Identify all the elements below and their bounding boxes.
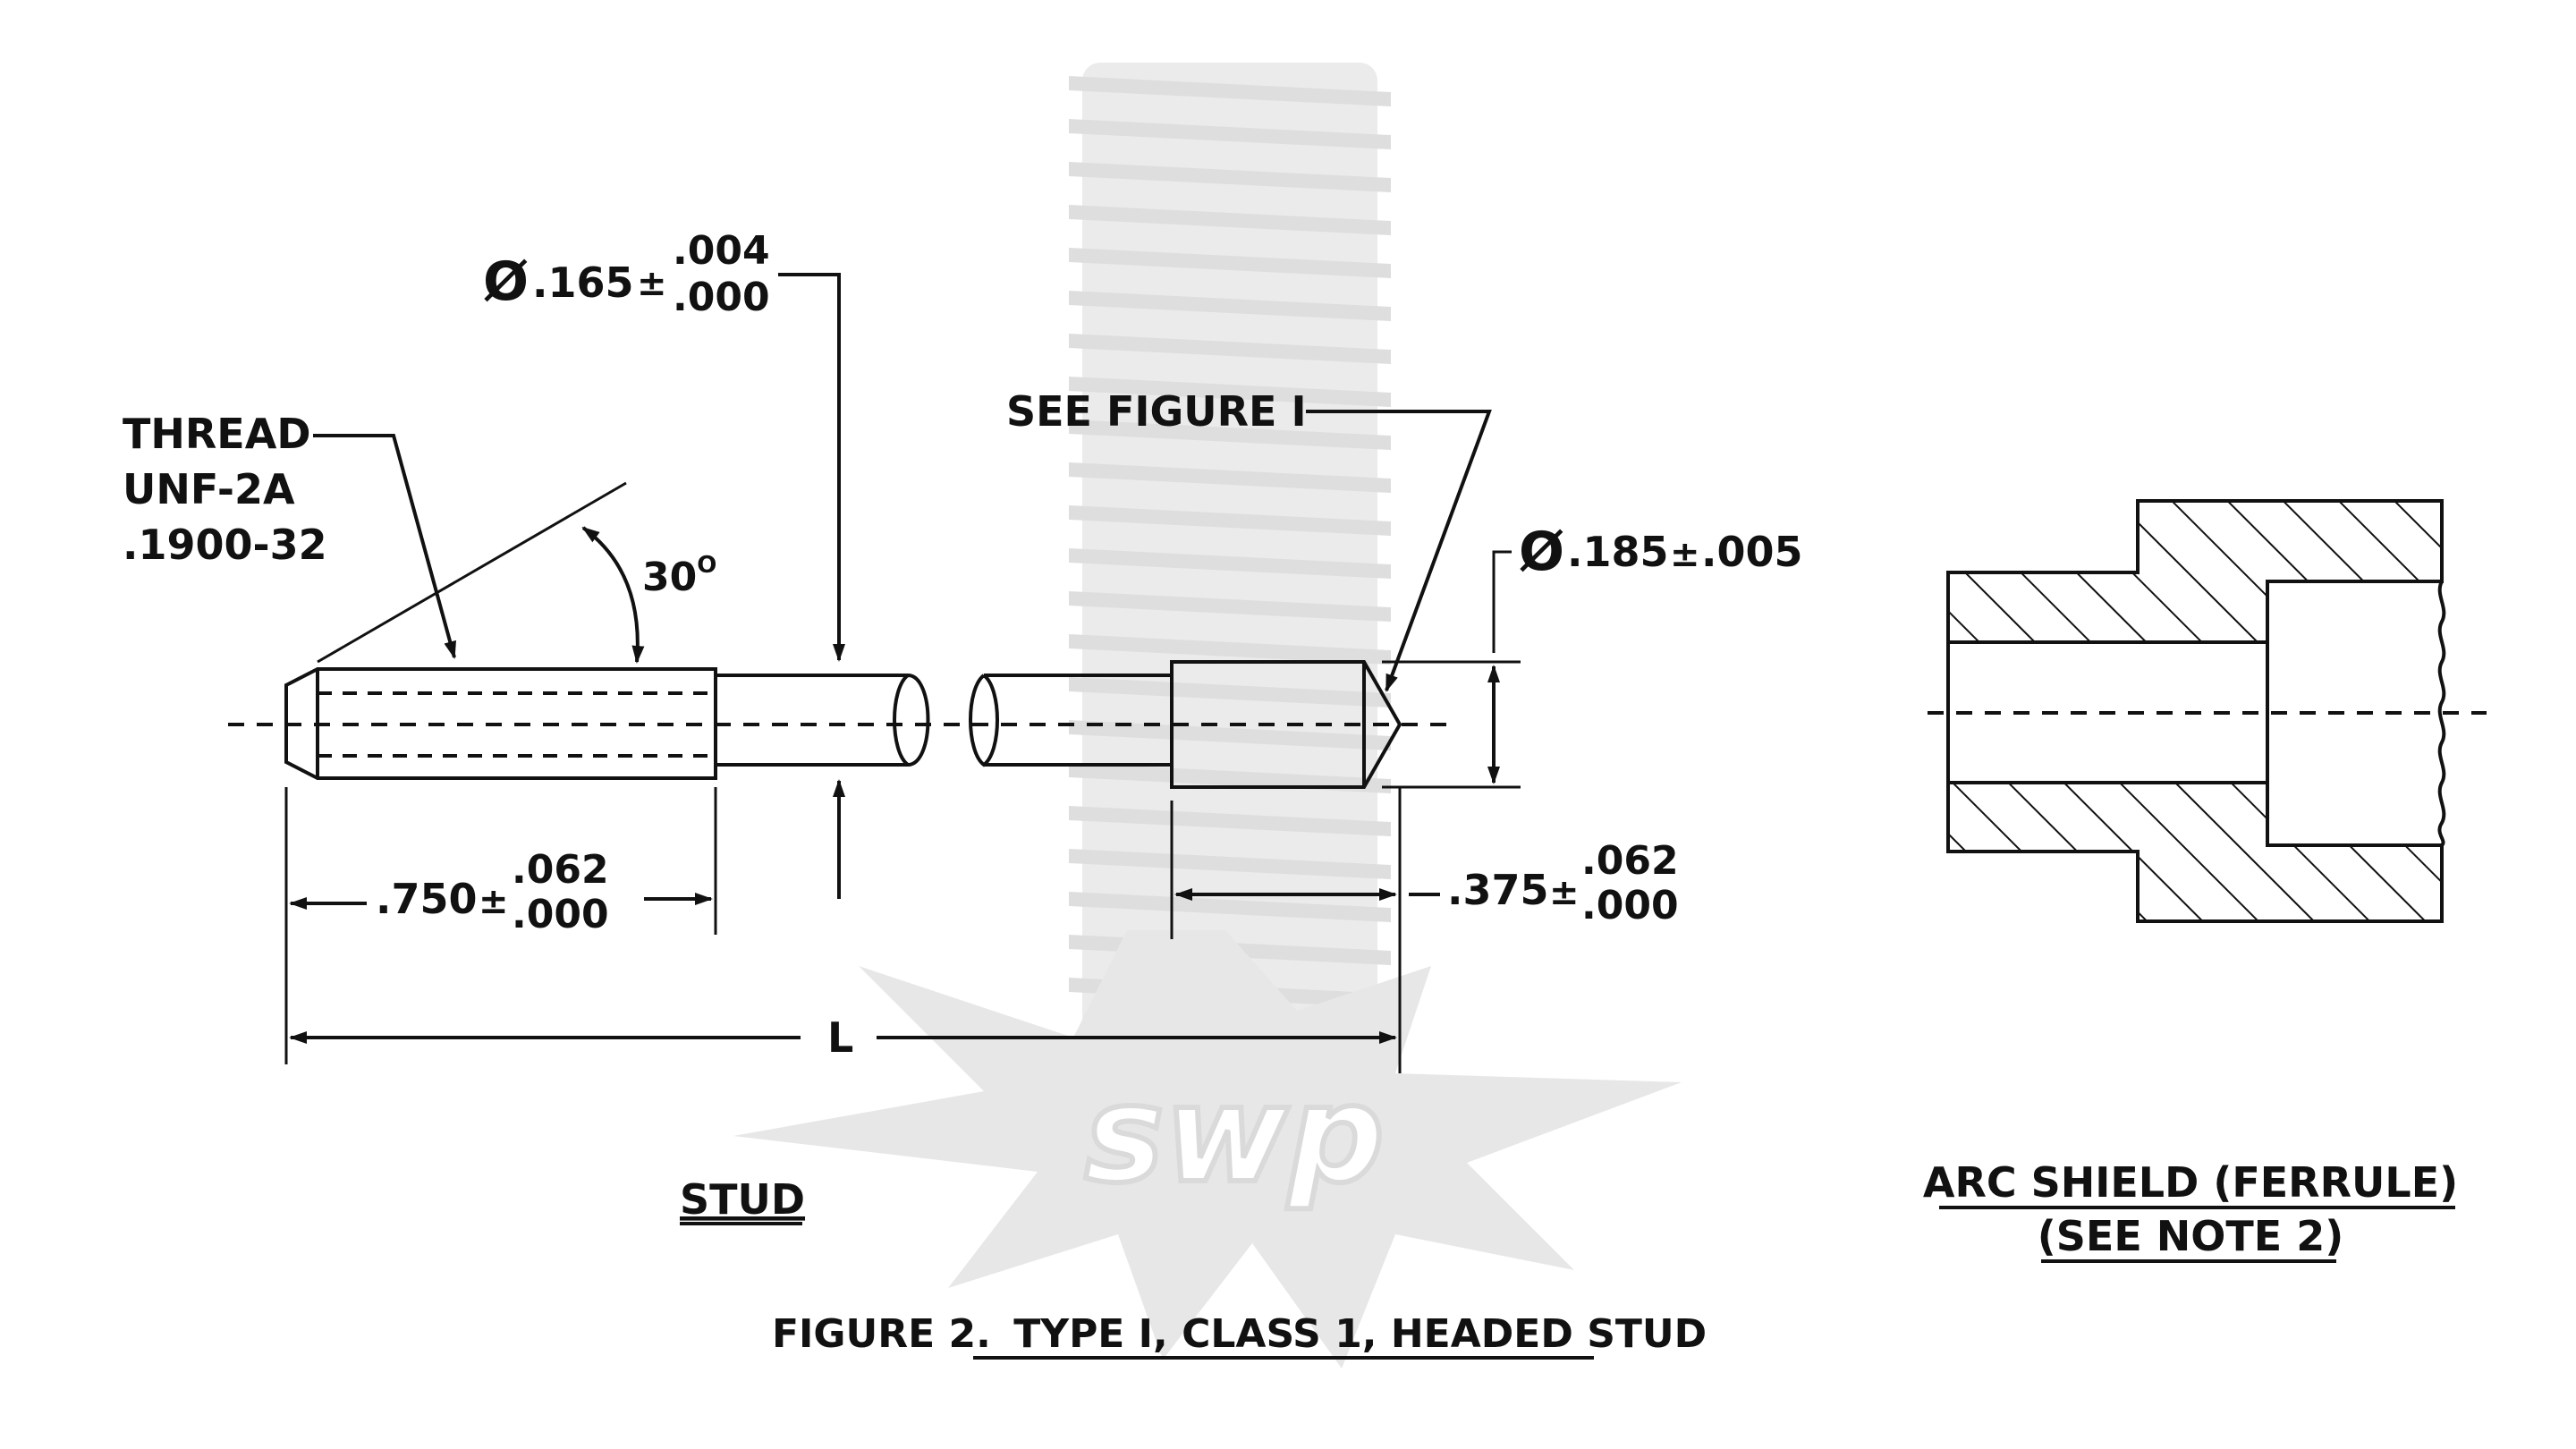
shank-diameter-leader-top	[778, 273, 845, 662]
caption-prefix: FIGURE 2.	[772, 1311, 991, 1357]
watermark-thread-ridge	[1069, 205, 1391, 235]
see-figure-label: SEE FIGURE I	[1006, 387, 1307, 436]
stud-head	[1170, 660, 1402, 789]
angle-arc	[581, 526, 645, 664]
watermark-thread-ridge	[1069, 849, 1391, 879]
watermark-thread-ridge	[1069, 291, 1391, 321]
watermark-burst-icon	[733, 930, 1682, 1368]
head-diameter-pm: ±	[1670, 534, 1700, 575]
head-diameter-symbol: Ø	[1519, 521, 1564, 583]
stud-shank-right	[969, 674, 1172, 767]
shank-diameter-symbol: Ø	[483, 250, 529, 313]
watermark-thread-ridge	[1069, 677, 1391, 708]
shank-diameter-pm: ±	[637, 263, 667, 304]
ferrule-title-line1: ARC SHIELD (FERRULE)	[1923, 1158, 2458, 1207]
watermark-thread-ridge	[1069, 591, 1391, 622]
head-diameter-value: .185	[1567, 528, 1669, 576]
watermark-thread-ridge	[1069, 334, 1391, 364]
head-length-lower: .000	[1581, 883, 1679, 928]
watermark-thread-ridge	[1069, 419, 1391, 450]
thread-length-nominal: .750	[376, 875, 478, 923]
watermark-logo-text: swp	[1084, 1057, 1384, 1213]
stud-title: STUD	[680, 1175, 805, 1224]
ferrule-title-line2: (SEE NOTE 2)	[2038, 1212, 2343, 1260]
watermark-thread-ridge	[1069, 892, 1391, 922]
watermark-thread-ridge	[1069, 377, 1391, 407]
ferrule-break-line	[2437, 580, 2446, 847]
watermark-thread-ridge	[1069, 119, 1391, 149]
watermark-thread-ridge	[1069, 548, 1391, 579]
stud-shank-left	[716, 674, 930, 767]
ferrule-section-bottom	[1946, 781, 2444, 923]
head-length-nominal: .375	[1447, 866, 1549, 914]
head-length-upper: .062	[1581, 838, 1679, 884]
overall-length-label: L	[827, 1013, 853, 1062]
watermark-thread-ridge	[1069, 162, 1391, 192]
svg-text:FIGURE 2. TYPE I, CLASS: FIGURE 2. TYPE I, CLASS 1, HEADED STUD	[772, 1311, 1707, 1357]
head-length-pm: ±	[1549, 872, 1580, 913]
stud-labels: THREAD UNF-2A .1900-32 30O Ø .165 ± .004…	[123, 228, 1803, 1225]
caption-title: TYPE I, CLASS 1, HEADED STUD	[1013, 1311, 1707, 1357]
thread-label: THREAD	[123, 410, 311, 458]
watermark-screw-icon	[1069, 63, 1391, 1038]
chamfer-angle-label: 30O	[642, 552, 716, 600]
ferrule-section-top	[1946, 499, 2444, 644]
watermark-thread-ridge	[1069, 806, 1391, 836]
thread-length-pm: ±	[479, 881, 509, 922]
watermark-thread-ridge	[1069, 248, 1391, 278]
see-figure-leader	[1306, 410, 1492, 692]
thread-leader	[313, 434, 456, 659]
thread-class-label: UNF-2A	[123, 465, 295, 513]
watermark-thread-ridge	[1069, 634, 1391, 665]
thread-size-label: .1900-32	[123, 521, 327, 569]
thread-length-lower: .000	[512, 892, 609, 937]
watermark-thread-ridge	[1069, 76, 1391, 106]
watermark-thread-ridge	[1069, 462, 1391, 493]
shank-diameter-upper: .004	[673, 228, 770, 274]
watermark-thread-ridge	[1069, 505, 1391, 536]
shank-diameter-lower: .000	[673, 275, 770, 320]
watermark-thread-ridge	[1069, 720, 1391, 750]
ferrule-drawing: ARC SHIELD (FERRULE) (SEE NOTE 2)	[1923, 499, 2487, 1263]
head-diameter-tol: .005	[1701, 528, 1803, 576]
figure-caption: FIGURE 2. TYPE I, CLASS 1, HEADED STUD	[772, 1311, 1707, 1360]
stud-drawing	[228, 273, 1521, 1073]
watermark: swp	[733, 63, 1682, 1368]
shank-diameter-nominal: .165	[532, 258, 634, 307]
thread-length-upper: .062	[512, 847, 609, 893]
